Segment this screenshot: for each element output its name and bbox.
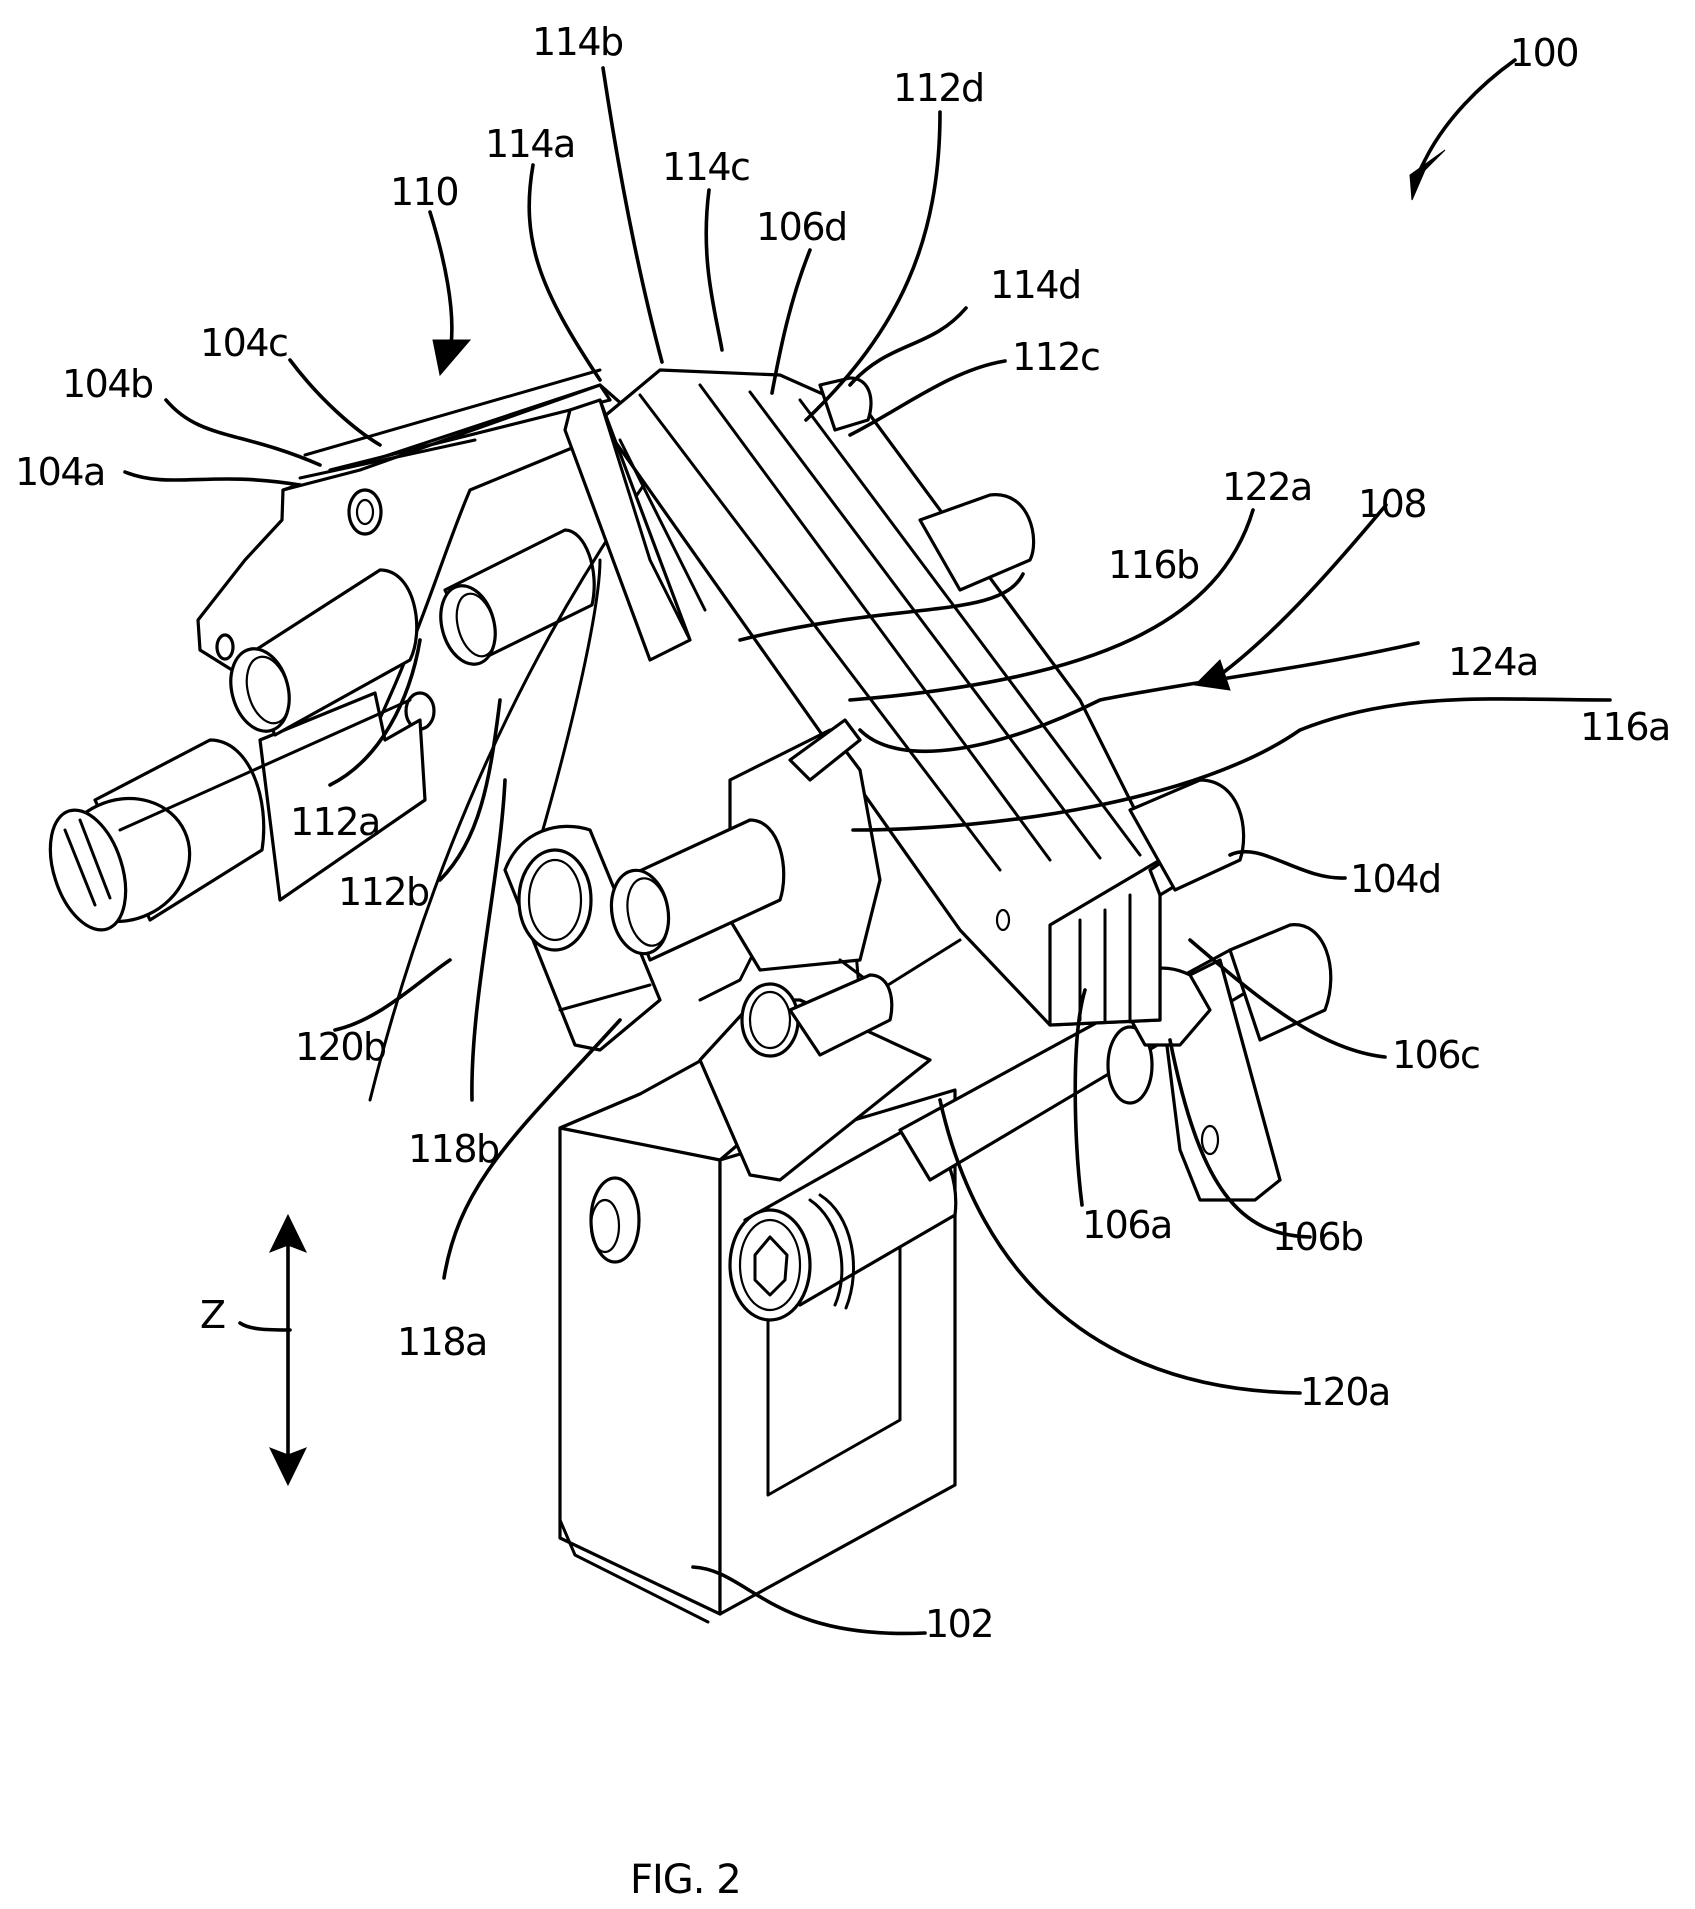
leader-116b <box>738 572 1025 642</box>
arrowhead-100 <box>1409 149 1446 201</box>
label-120b: 120b <box>295 1025 386 1069</box>
leader-116a <box>851 697 1612 832</box>
label-106a: 106a <box>1082 1203 1172 1247</box>
label-104d: 104d <box>1350 857 1441 901</box>
leader-112a <box>328 638 422 787</box>
center-body-block <box>728 718 962 992</box>
figure-caption: FIG. 2 <box>630 1857 741 1903</box>
leader-106d <box>770 248 812 395</box>
label-102: 102 <box>925 1602 993 1646</box>
label-104c: 104c <box>200 321 287 365</box>
leader-118b <box>470 778 507 1102</box>
center-lower-pin <box>609 818 786 962</box>
leader-114b <box>601 66 664 364</box>
left-upper-pin <box>229 568 419 737</box>
label-122a: 122a <box>1222 465 1312 509</box>
leader-108 <box>1218 503 1388 677</box>
z-axis-arrow <box>268 1213 308 1487</box>
leader-112d <box>804 110 942 422</box>
leader-112c <box>848 359 1007 437</box>
leader-104b <box>164 398 322 467</box>
label-108: 108 <box>1358 482 1426 526</box>
label-106b: 106b <box>1272 1215 1363 1259</box>
center-upper-pin <box>439 528 596 666</box>
leader-110 <box>428 210 454 347</box>
leader-100 <box>1418 58 1517 172</box>
label-118b: 118b <box>408 1127 499 1171</box>
label-110: 110 <box>390 170 458 214</box>
leader-114a <box>527 163 602 382</box>
label-104a: 104a <box>15 450 105 494</box>
leader-104d <box>1228 849 1347 880</box>
label-116a: 116a <box>1580 705 1670 749</box>
left-blade <box>563 398 707 662</box>
leader-104c <box>288 358 382 447</box>
hex-socket-pin <box>728 1128 958 1322</box>
label-112c: 112c <box>1012 335 1099 379</box>
label-Z: Z <box>200 1293 225 1337</box>
leader-104a <box>123 470 302 487</box>
label-116b: 116b <box>1108 543 1199 587</box>
leader-114d <box>848 306 968 387</box>
leader-106a <box>1073 988 1087 1207</box>
leader-114c <box>704 188 724 352</box>
label-120a: 120a <box>1300 1370 1390 1414</box>
leader-120b <box>333 958 452 1032</box>
leader-122a <box>848 508 1255 702</box>
leader-106c <box>1188 938 1387 1059</box>
slotted-screw <box>48 691 427 932</box>
label-124a: 124a <box>1448 640 1538 684</box>
leader-102 <box>691 1565 927 1636</box>
leader-118a <box>442 1018 622 1280</box>
leader-120a <box>938 1098 1302 1395</box>
leader-124a <box>858 641 1420 754</box>
link-120a <box>698 973 932 1182</box>
label-104b: 104b <box>62 362 153 406</box>
label-114b: 114b <box>532 20 623 64</box>
label-118a: 118a <box>397 1320 487 1364</box>
leader-106b <box>1168 1038 1312 1239</box>
reference-labels: 100 114b 112d 114a 114c 110 106d 114d 10… <box>15 20 1671 1646</box>
link-120b <box>503 824 662 1052</box>
label-112a: 112a <box>290 800 380 844</box>
upper-right-pins <box>818 376 1246 892</box>
arrowhead-108 <box>1193 659 1231 691</box>
label-100: 100 <box>1510 31 1578 75</box>
label-114a: 114a <box>485 122 575 166</box>
label-114d: 114d <box>990 263 1081 307</box>
z-axis-arrowhead-up <box>268 1213 308 1253</box>
lever-arm-106 <box>1118 958 1282 1202</box>
leader-lines <box>123 58 1612 1636</box>
leader-Z <box>238 1321 292 1332</box>
label-106c: 106c <box>1392 1033 1479 1077</box>
label-112d: 112d <box>893 66 984 110</box>
label-106d: 106d <box>756 205 847 249</box>
label-112b: 112b <box>338 870 429 914</box>
arrowhead-110 <box>432 339 472 377</box>
leader-112b <box>438 698 502 882</box>
z-axis-arrowhead-down <box>268 1447 308 1487</box>
label-114c: 114c <box>662 145 749 189</box>
